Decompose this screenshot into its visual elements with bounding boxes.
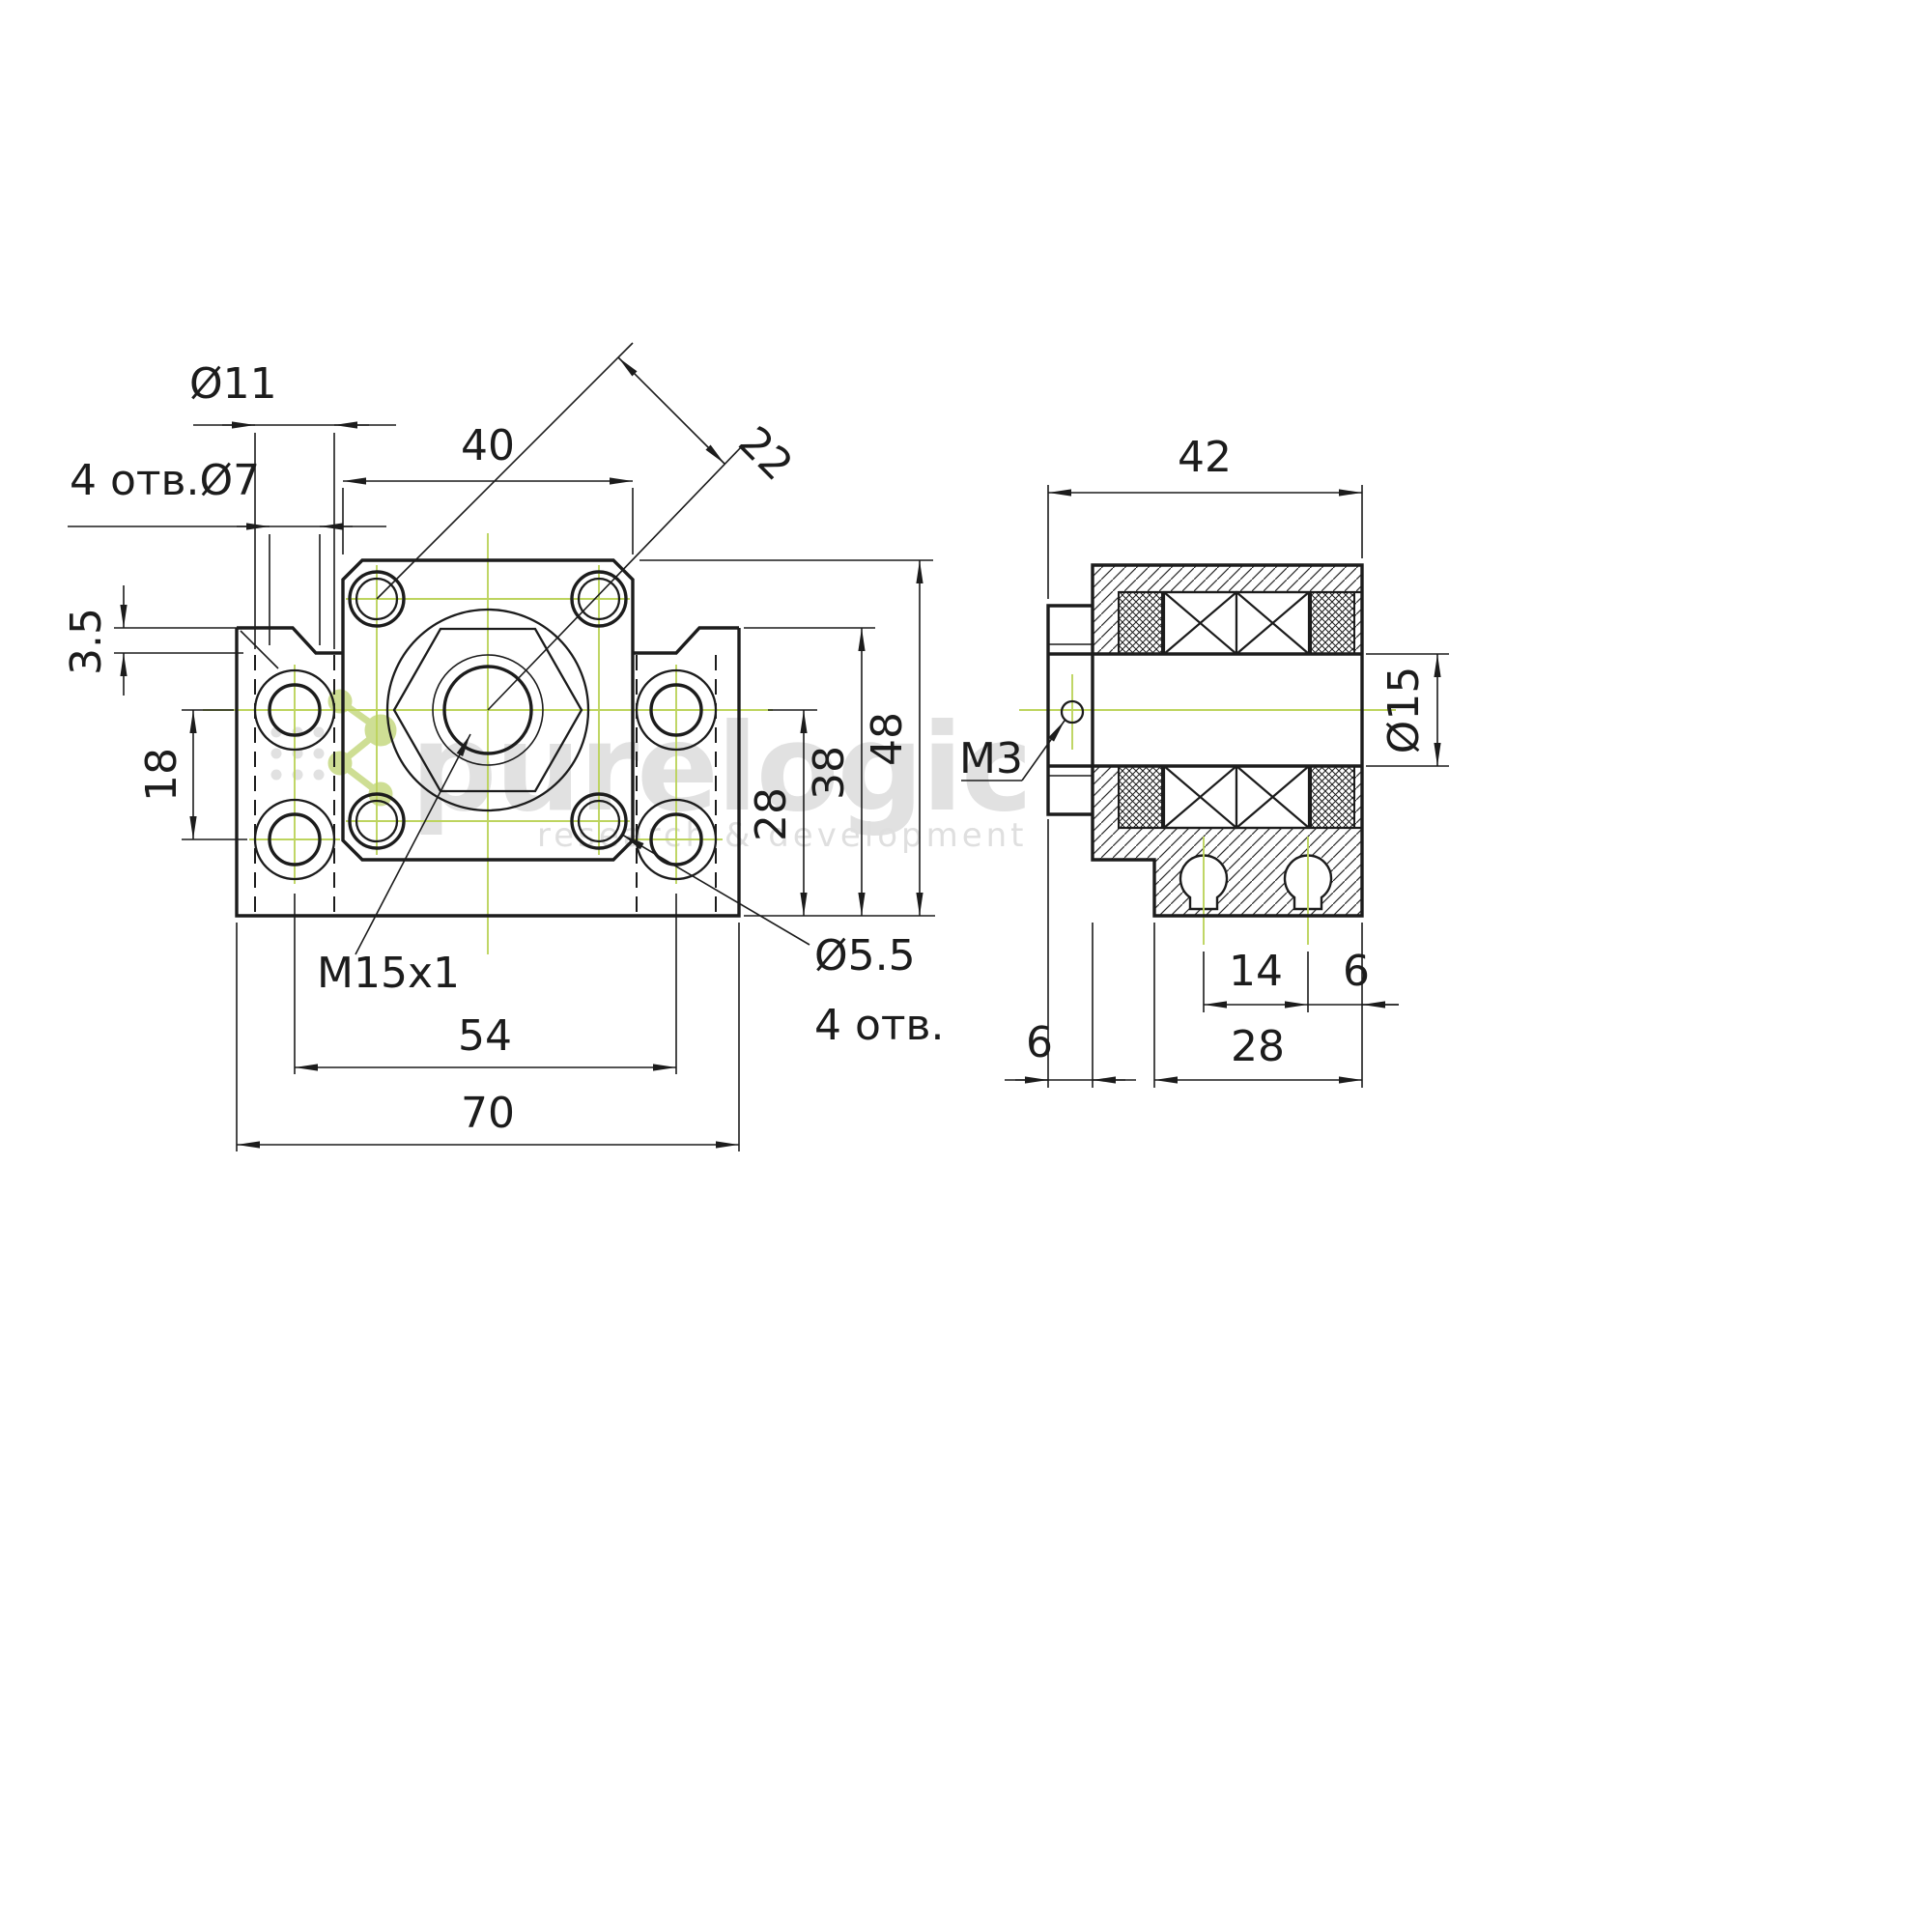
dim-total-height: 48 xyxy=(639,559,933,916)
recess-corner-edge xyxy=(240,630,279,669)
boss-circle xyxy=(385,608,590,812)
dim-label-mount-hole-spec: 4 отв.Ø7 xyxy=(70,456,260,505)
dim-label-set-screw: M3 xyxy=(959,734,1023,783)
dim-hole-col-spacing: 54 xyxy=(294,894,677,1074)
dim-label-total-depth: 42 xyxy=(1178,433,1232,482)
dim-flange-width: 40 xyxy=(342,421,634,554)
dim-label-center-height: 28 xyxy=(747,787,796,841)
seal-section xyxy=(1118,591,1163,655)
dim-label-hole-row-spacing: 18 xyxy=(137,748,186,802)
watermark-brand-text: purelogic xyxy=(411,698,1031,838)
dim-total-width: 70 xyxy=(236,923,740,1151)
dim-label-body-height: 38 xyxy=(805,746,854,800)
base-top-edge-right xyxy=(632,626,739,655)
seal-section xyxy=(1118,765,1163,829)
bore-circle xyxy=(442,665,533,755)
dim-label-total-height: 48 xyxy=(863,712,912,766)
flange-holes xyxy=(348,570,628,850)
dim-base-depth: 28 xyxy=(1153,923,1362,1088)
dim-total-depth: 42 xyxy=(1047,433,1363,599)
dim-label-flange-hole-count: 4 отв. xyxy=(814,1001,944,1050)
dim-label-slot-center-spacing: 14 xyxy=(1229,947,1283,996)
dim-label-bore-dia: Ø15 xyxy=(1379,667,1429,754)
dim-label-recess-depth: 3.5 xyxy=(62,608,111,675)
side-body-outline xyxy=(1091,563,1364,918)
dim-label-slot-edge-offset: 6 xyxy=(1343,947,1370,996)
seal-section xyxy=(1310,591,1355,655)
dim-label-boss-protrusion: 6 xyxy=(1026,1018,1053,1067)
dim-label-base-depth: 28 xyxy=(1231,1022,1285,1071)
leader-set-screw: M3 xyxy=(959,720,1065,783)
hidden-counterbore-lines xyxy=(254,655,717,914)
watermark: purelogic research & development xyxy=(270,689,1033,855)
dim-label-center-thread: M15x1 xyxy=(317,949,460,998)
dim-label-flange-width: 40 xyxy=(461,421,515,470)
leader-center-thread: M15x1 xyxy=(317,733,471,998)
dim-center-height: 28 xyxy=(744,709,935,917)
flange-outline xyxy=(341,558,635,862)
dim-label-hole-col-spacing: 54 xyxy=(458,1011,512,1061)
dim-counterbore-dia: Ø11 xyxy=(189,359,396,649)
base-mounting-holes xyxy=(253,668,718,881)
thread-major-circle xyxy=(432,654,544,766)
dimensions-front: Ø11 4 отв.Ø7 40 22 xyxy=(62,342,944,1151)
bearing-section xyxy=(1162,590,1311,830)
leader-flange-hole: Ø5.5 4 отв. xyxy=(621,834,944,1050)
set-screw-hole xyxy=(1060,699,1085,724)
dimensions-side: 42 Ø15 M3 14 6 xyxy=(959,433,1449,1088)
dim-slot-edge-offset: 6 xyxy=(1308,923,1399,1088)
dim-label-flange-hole-dia: Ø5.5 xyxy=(814,931,916,980)
base-outline xyxy=(235,628,741,918)
base-top-edge-left xyxy=(237,626,344,655)
seal-section xyxy=(1310,765,1355,829)
dim-hole-row-spacing: 18 xyxy=(137,709,247,840)
dim-recess-depth: 3.5 xyxy=(62,585,243,696)
dim-bore-dia: Ø15 xyxy=(1366,653,1449,767)
dim-boss-protrusion: 6 xyxy=(1005,819,1136,1088)
dim-label-counterbore-dia: Ø11 xyxy=(189,359,277,409)
dim-slot-center-spacing: 14 xyxy=(1203,947,1309,1012)
side-view-section-fills xyxy=(1093,565,1362,916)
side-view xyxy=(1046,563,1364,918)
dim-label-total-width: 70 xyxy=(461,1089,515,1138)
dim-body-height: 38 xyxy=(744,627,875,916)
centerlines xyxy=(203,533,1396,954)
side-boss-outline xyxy=(1046,604,1093,816)
dim-mount-hole-spec: 4 отв.Ø7 xyxy=(68,456,386,645)
